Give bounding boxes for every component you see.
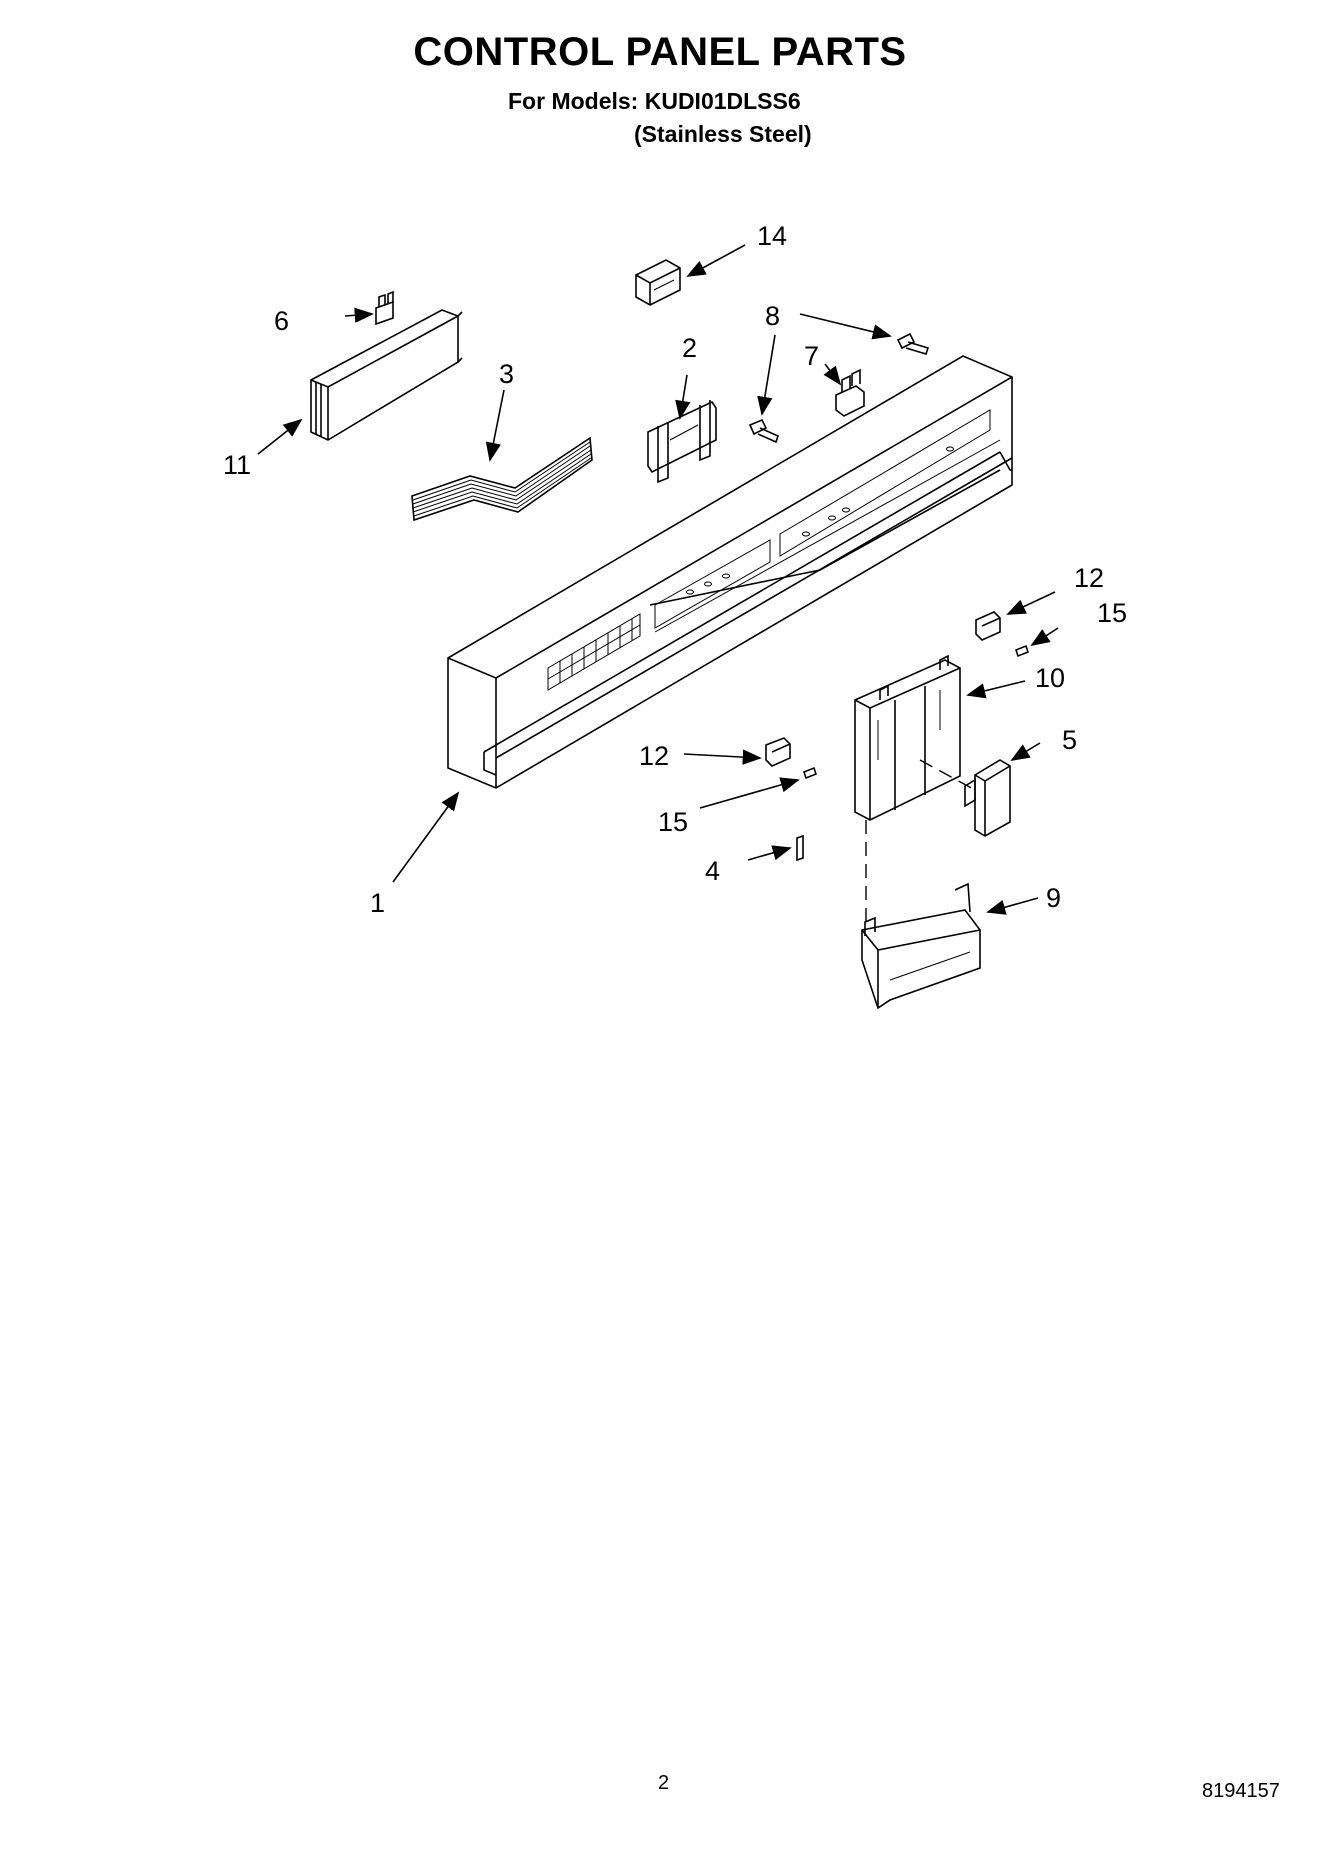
page-number: 2 — [658, 1772, 670, 1794]
clip-part-7 — [835, 368, 865, 417]
document-number: 8194157 — [1202, 1780, 1280, 1802]
callout-15-a: 15 — [1097, 598, 1127, 628]
pin-part-4 — [796, 834, 804, 862]
screw-part-8 — [748, 332, 930, 444]
models-line: For Models: KUDI01DLSS6 — [508, 88, 801, 114]
finish-line: (Stainless Steel) — [634, 121, 812, 147]
control-panel-console — [447, 355, 1013, 789]
callout-11: 11 — [223, 450, 251, 480]
callout-8: 8 — [765, 301, 780, 331]
base-bracket-part-9 — [861, 882, 981, 1010]
clip-part-6 — [375, 290, 394, 326]
callout-15-b: 15 — [658, 807, 688, 837]
mounting-bracket-part-10 — [854, 654, 961, 821]
page-title: CONTROL PANEL PARTS — [413, 30, 907, 74]
callout-14: 14 — [757, 221, 787, 251]
callout-9: 9 — [1046, 883, 1061, 913]
assembly-line-2 — [919, 759, 976, 791]
switch-clip-12-b — [765, 737, 791, 767]
leader-lines — [257, 244, 1059, 915]
ribbon-cable — [411, 436, 593, 522]
control-board-housing — [310, 309, 463, 441]
callout-10: 10 — [1035, 663, 1065, 693]
callout-4: 4 — [705, 856, 720, 886]
callout-2: 2 — [682, 333, 697, 363]
bracket-part-2 — [647, 400, 717, 484]
callout-12-a: 12 — [1074, 563, 1104, 593]
callout-1: 1 — [370, 888, 385, 918]
screw-15-b — [803, 766, 817, 780]
screw-15-a — [1015, 644, 1029, 658]
callout-5: 5 — [1062, 725, 1077, 755]
latch-part-5 — [964, 759, 1011, 837]
bracket-part-14 — [635, 259, 681, 306]
callout-7: 7 — [804, 341, 819, 371]
callout-6: 6 — [274, 306, 289, 336]
switch-clip-12-a — [975, 611, 1001, 641]
callout-12-b: 12 — [639, 741, 669, 771]
callout-3: 3 — [499, 359, 514, 389]
